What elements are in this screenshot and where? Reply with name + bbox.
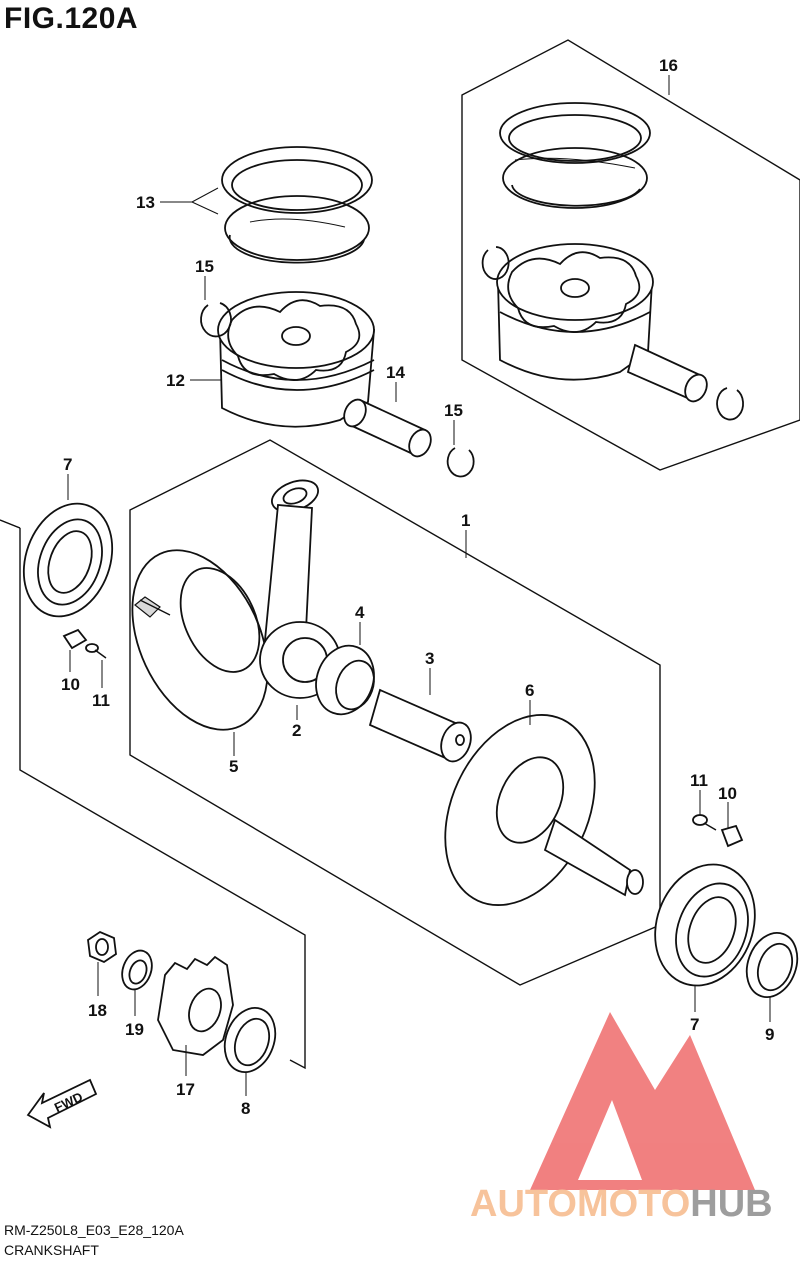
callout-7: 7 xyxy=(63,455,72,474)
piston-kit-box xyxy=(461,39,800,471)
crank-pin xyxy=(368,688,472,763)
piston-left xyxy=(217,291,375,428)
piston-pin-right xyxy=(626,343,708,403)
fwd-label: FWD xyxy=(52,1089,85,1115)
washer-right xyxy=(720,824,744,848)
callout-10: 10 xyxy=(718,784,737,803)
circlip-right-b xyxy=(716,387,744,421)
callout-11: 11 xyxy=(690,771,708,790)
callout-15: 15 xyxy=(444,401,463,420)
circlip-left-a xyxy=(200,302,232,338)
figure-title: FIG.120A xyxy=(4,2,139,35)
screw-right xyxy=(692,814,717,831)
piston-kit-rings xyxy=(499,102,651,209)
leader-lines xyxy=(67,75,771,1096)
piston-ring-set xyxy=(221,146,373,264)
callout-15: 15 xyxy=(195,257,214,276)
nut xyxy=(87,930,117,964)
callout-10: 10 xyxy=(61,675,80,694)
callout-12: 12 xyxy=(166,371,185,390)
callout-2: 2 xyxy=(292,721,301,740)
piston-pin-left xyxy=(343,398,432,458)
callout-19: 19 xyxy=(125,1020,144,1039)
callout-11: 11 xyxy=(92,691,110,710)
fwd-arrow: FWD xyxy=(26,1078,98,1129)
watermark-hub: HUB xyxy=(690,1183,772,1225)
callout-13: 13 xyxy=(136,193,155,212)
washer-19 xyxy=(121,949,153,991)
callout-16: 16 xyxy=(659,56,678,75)
watermark-logo: AUTOMOTOHUB xyxy=(470,1012,773,1225)
callout-8: 8 xyxy=(241,1099,250,1118)
callout-17: 17 xyxy=(176,1080,195,1099)
footer-code: RM-Z250L8_E03_E28_120A xyxy=(4,1222,184,1238)
callout-9: 9 xyxy=(765,1025,774,1044)
callout-4: 4 xyxy=(355,603,365,622)
crank-web-right xyxy=(444,714,644,906)
watermark-moto: MOTO xyxy=(577,1183,690,1225)
washer-left xyxy=(62,628,88,650)
balancer-drive-gear xyxy=(157,955,234,1056)
crank-web-left xyxy=(131,549,269,731)
bearing-left xyxy=(22,502,114,618)
callout-18: 18 xyxy=(88,1001,107,1020)
needle-bearing xyxy=(315,644,375,716)
callout-3: 3 xyxy=(425,649,434,668)
callout-14: 14 xyxy=(386,363,405,382)
watermark-triangle xyxy=(530,1012,755,1190)
piston-right xyxy=(496,243,654,381)
footer-name: CRANKSHAFT xyxy=(4,1242,99,1258)
callout-5: 5 xyxy=(229,757,238,776)
oil-seal-right xyxy=(745,932,799,998)
bearing-right xyxy=(654,863,756,987)
circlip-left-b xyxy=(446,447,475,478)
balancer-box-left xyxy=(19,528,306,1070)
watermark-auto: AUTO xyxy=(470,1183,577,1225)
svg-text:AUTOMOTOHUB: AUTOMOTOHUB xyxy=(470,1183,773,1225)
oil-seal-left xyxy=(223,1007,277,1073)
callout-1: 1 xyxy=(461,511,470,530)
screw-left xyxy=(85,643,107,659)
callout-6: 6 xyxy=(525,681,534,700)
callout-7: 7 xyxy=(690,1015,699,1034)
circlip-right-a xyxy=(481,246,510,280)
